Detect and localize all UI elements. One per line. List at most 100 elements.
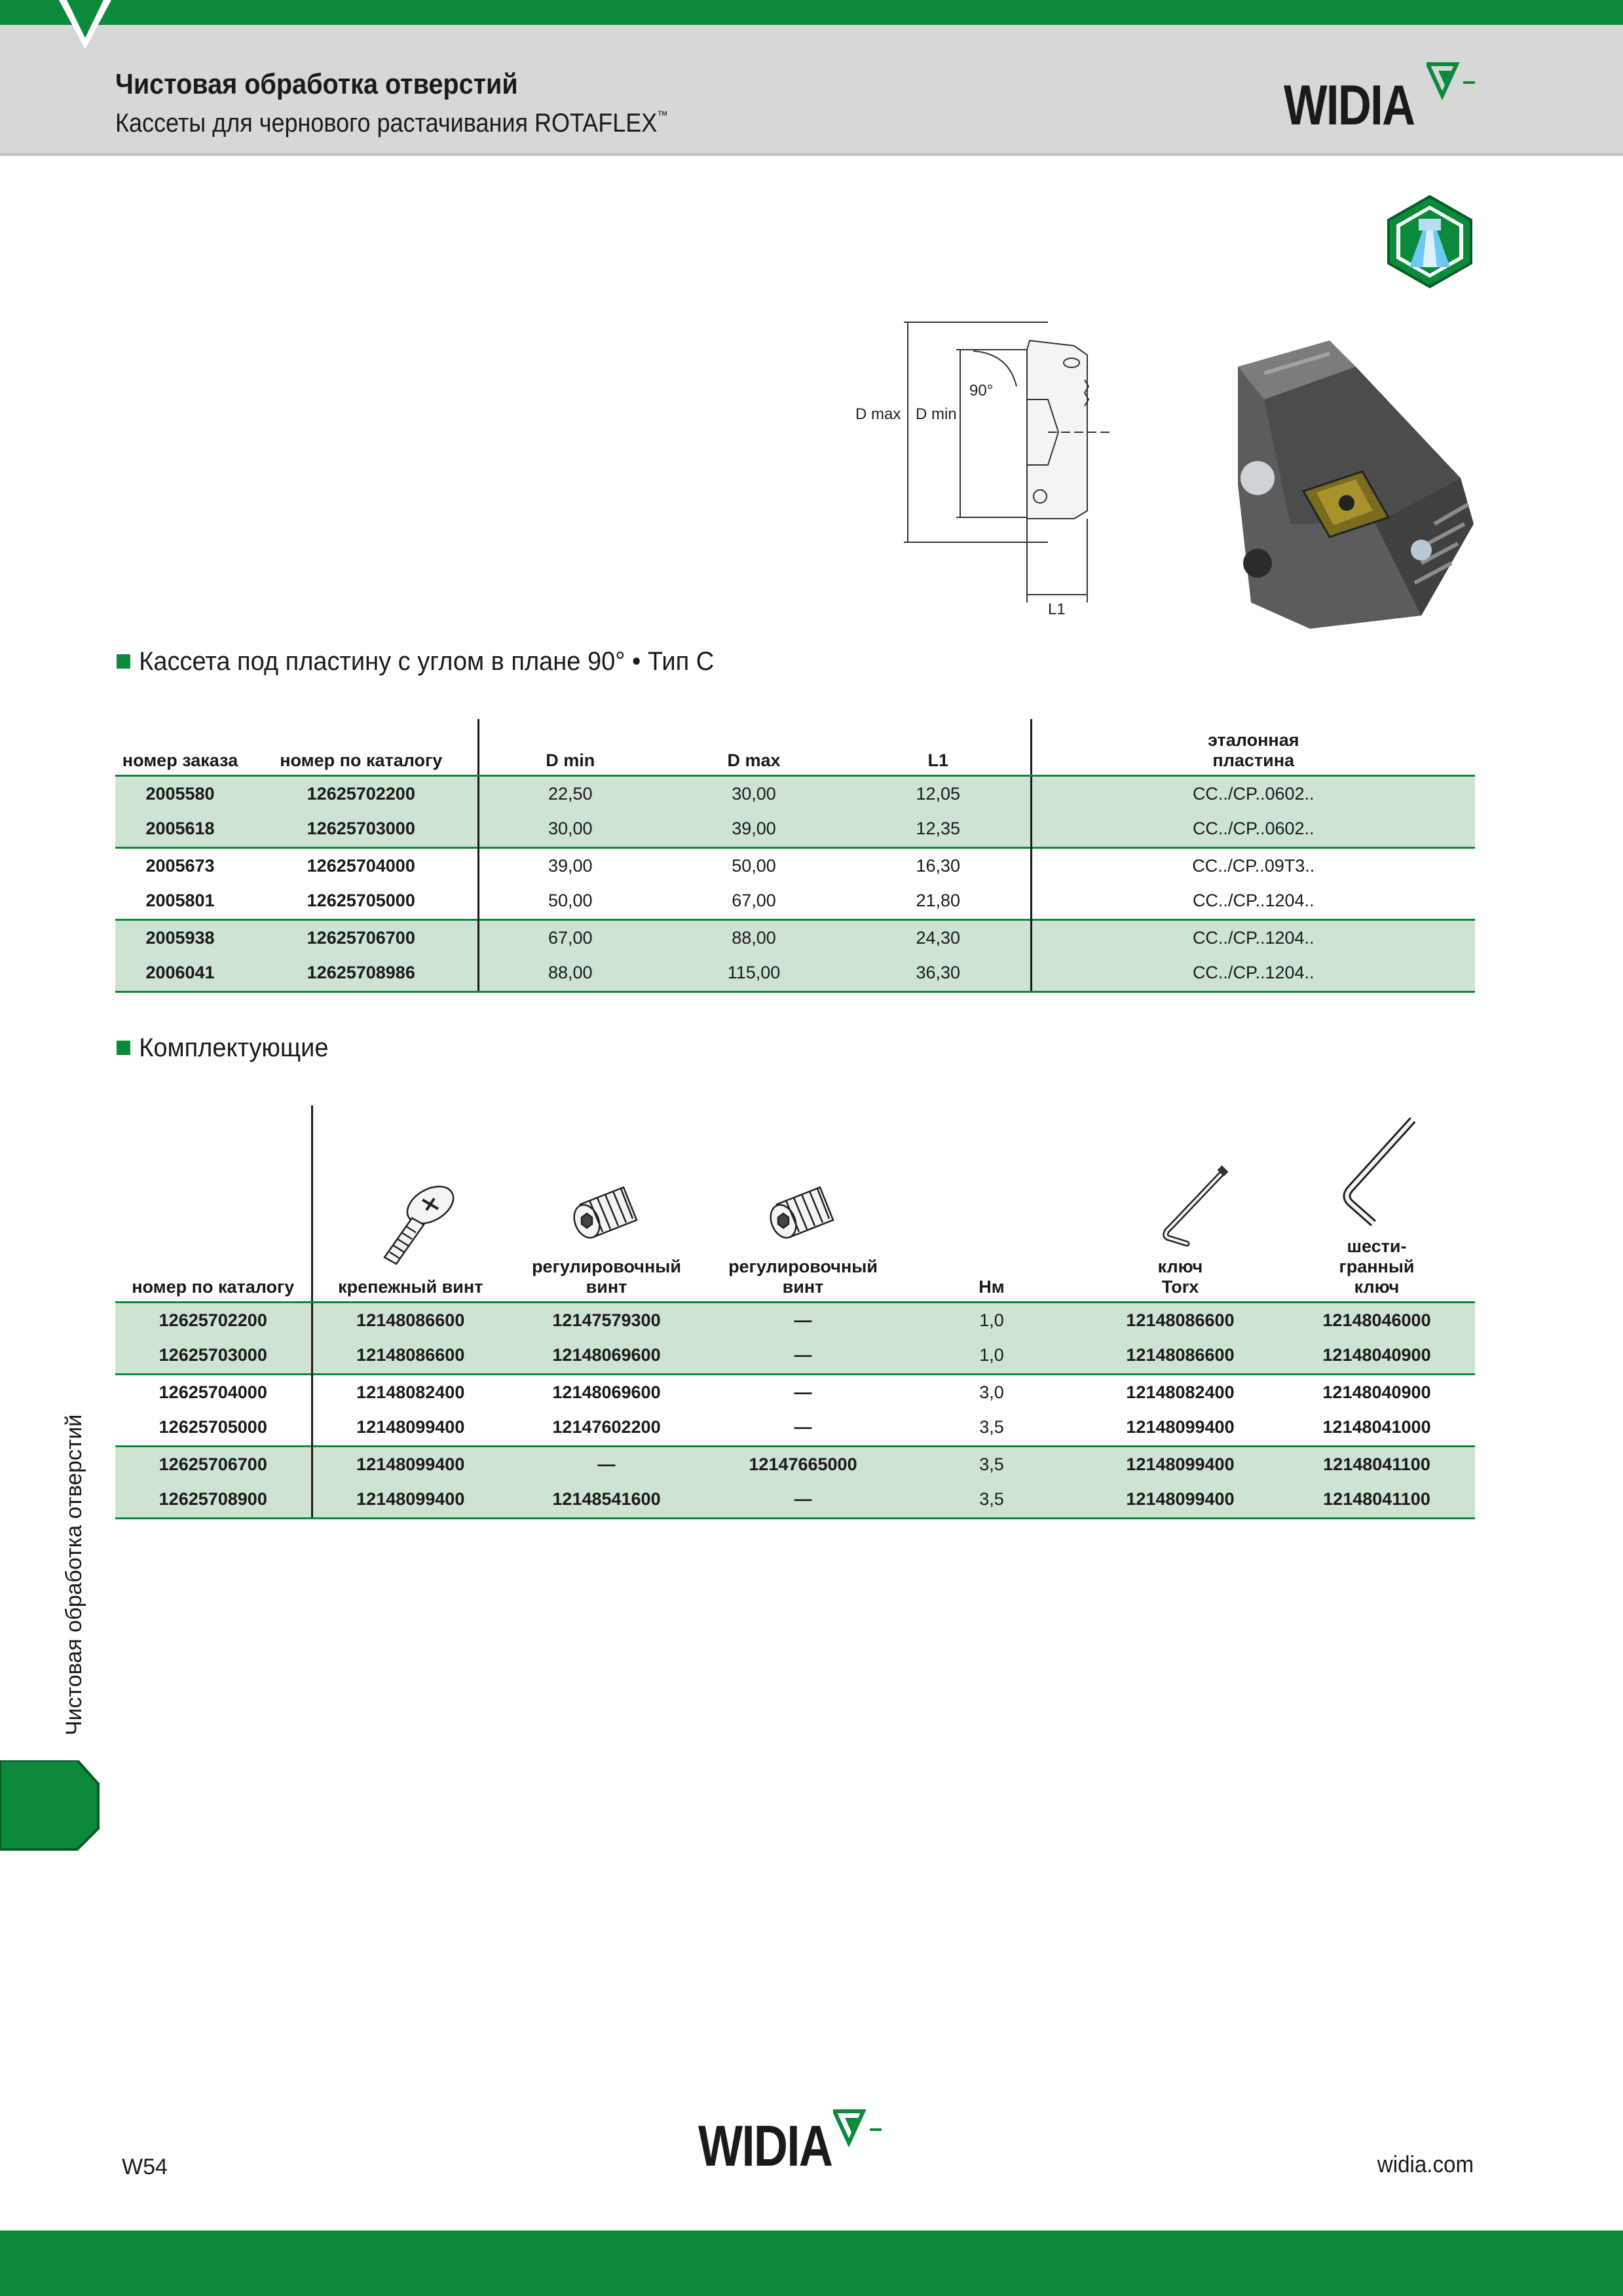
svg-text:L1: L1 [1048, 601, 1066, 618]
table-row: 2005618 12625703000 30,00 39,00 12,35 CC… [115, 811, 1475, 847]
accessories-table: номер по каталогу крепежный винт [115, 1105, 1475, 1519]
bottom-brand-bar [0, 2231, 1623, 2296]
cell-catalog-number: 12625705000 [245, 883, 479, 919]
cell-adjust-screw-2: 12147665000 [705, 1445, 901, 1482]
table-row: 12625702200 12148086600 12147579300 — 1,… [115, 1302, 1475, 1338]
cell-torx-key: 12148082400 [1082, 1373, 1278, 1410]
cell-dmax: 88,00 [662, 918, 846, 955]
cell-clamp-screw: 12148099400 [312, 1445, 508, 1482]
cell-clamp-screw: 12148082400 [312, 1373, 508, 1410]
cell-order-number: 2005618 [115, 811, 245, 847]
cell-insert: CC../CP..1204.. [1031, 918, 1475, 955]
footer-logo: WIDIA [698, 2113, 833, 2178]
cell-order-number: 2006041 [115, 955, 245, 993]
col-header-torx-key: ключ Torx [1082, 1105, 1278, 1303]
cell-catalog-number: 12625708900 [115, 1482, 313, 1519]
website-link[interactable]: widia.com [1377, 2151, 1474, 2177]
cell-insert: CC../CP..0602.. [1031, 775, 1475, 811]
cell-l1: 21,80 [846, 883, 1032, 919]
cell-dmin: 88,00 [478, 955, 662, 993]
torx-key-icon [1163, 1165, 1229, 1246]
cell-torx-key: 12148086600 [1082, 1338, 1278, 1374]
cell-torx-key: 12148099400 [1082, 1445, 1278, 1482]
cell-dmax: 50,00 [662, 846, 846, 883]
cell-torx-key: 12148086600 [1082, 1302, 1278, 1338]
cell-torx-key: 12148099400 [1126, 1417, 1235, 1437]
cell-insert: CC../CP..09T3.. [1031, 846, 1475, 883]
page-number: W54 [122, 2155, 168, 2179]
col-header-torque: Нм [901, 1105, 1082, 1303]
col-header-reference-insert: эталонная пластина [1031, 719, 1475, 777]
cell-adjust-screw-1: 12147602200 [552, 1417, 661, 1437]
col-header-adjust-screw-1: регулировочный винт [508, 1105, 705, 1303]
table-row: 2005580 12625702200 22,50 30,00 12,05 CC… [115, 775, 1475, 811]
set-screw-icon [770, 1185, 834, 1238]
widia-logo-mark-icon [833, 2109, 882, 2148]
section-title-cassette: Кассета под пластину с углом в плане 90°… [117, 647, 714, 676]
cell-order-number: 2005938 [115, 918, 245, 955]
cell-torque: 1,0 [901, 1302, 1082, 1338]
cell-insert: CC../CP..1204.. [1192, 891, 1315, 911]
cell-insert: CC../CP..0602.. [1031, 811, 1475, 847]
cassette-product-photo [1238, 341, 1474, 629]
col-header-catalog-number: номер по каталогу [245, 719, 479, 777]
header-logo: WIDIA [1284, 74, 1415, 137]
cell-clamp-screw: 12148099400 [312, 1482, 508, 1519]
hex-key-icon [1343, 1117, 1416, 1226]
cell-l1: 24,30 [846, 918, 1032, 955]
header-corner-triangle-icon [59, 0, 111, 49]
cell-dmax: 67,00 [732, 891, 776, 911]
cell-order-number: 2005673 [115, 846, 245, 883]
cell-clamp-screw: 12148099400 [356, 1417, 465, 1437]
col-header-order-number: номер заказа [115, 719, 245, 777]
cell-torque: 3,5 [979, 1417, 1004, 1437]
cassette-dimension-drawing: D max D min 90° L1 [855, 322, 1113, 618]
cell-torx-key: 12148099400 [1082, 1482, 1278, 1519]
page-header: Чистовая обработка отверстий Кассеты для… [0, 25, 1623, 156]
cell-adjust-screw-2: — [705, 1482, 901, 1519]
col-header-clamp-screw: крепежный винт [312, 1105, 508, 1303]
col-header-dmin: D min [478, 719, 662, 777]
col-header-l1: L1 [846, 719, 1032, 777]
cell-catalog-number: 12625708986 [245, 955, 479, 993]
cell-l1: 16,30 [846, 846, 1032, 883]
clamp-screw-icon [382, 1185, 455, 1265]
cell-torque: 3,5 [901, 1482, 1082, 1519]
cell-clamp-screw: 12148086600 [312, 1338, 508, 1374]
table-row: 12625708900 12148099400 12148541600 — 3,… [115, 1482, 1475, 1519]
cell-catalog-number: 12625702200 [245, 775, 479, 811]
cell-catalog-number: 12625705000 [115, 1410, 313, 1446]
cell-l1: 12,35 [846, 811, 1032, 847]
col-header-dmax: D max [662, 719, 846, 777]
cell-l1: 36,30 [846, 955, 1032, 993]
col-header-hex-key: шести-гранный ключ [1278, 1105, 1475, 1303]
section-title-accessories: Комплектующие [117, 1033, 328, 1063]
cell-catalog-number: 12625704000 [115, 1373, 313, 1410]
cell-hex-key: 12148040900 [1278, 1338, 1475, 1374]
cell-catalog-number: 12625703000 [245, 811, 479, 847]
cell-adjust-screw-1: 12148069600 [508, 1373, 705, 1410]
cell-hex-key: 12148040900 [1278, 1373, 1475, 1410]
svg-text:D max: D max [855, 405, 901, 423]
set-screw-icon [573, 1185, 638, 1238]
cell-adjust-screw-1: 12148069600 [508, 1338, 705, 1374]
cell-insert: CC../CP..1204.. [1031, 955, 1475, 993]
cell-dmin: 30,00 [478, 811, 662, 847]
side-section-label: Чистовая обработка отверстий [62, 1414, 86, 1735]
section-marker-icon [117, 1041, 130, 1055]
cell-dmin: 22,50 [478, 775, 662, 811]
cell-dmin: 50,00 [548, 891, 593, 911]
cell-hex-key: 12148041100 [1278, 1482, 1475, 1519]
col-header-catalog-number: номер по каталогу [115, 1105, 313, 1303]
cell-torque: 3,0 [901, 1373, 1082, 1410]
cell-hex-key: 12148041000 [1322, 1417, 1431, 1437]
cell-adjust-screw-1: 12148541600 [508, 1482, 705, 1519]
table-row: 2005938 12625706700 67,00 88,00 24,30 CC… [115, 918, 1475, 955]
section-marker-icon [117, 654, 130, 669]
cell-dmin: 67,00 [478, 918, 662, 955]
cell-dmax: 115,00 [662, 955, 846, 993]
cell-catalog-number: 12625702200 [115, 1302, 313, 1338]
cell-adjust-screw-1: 12147579300 [508, 1302, 705, 1338]
widia-logo-mark-icon [1427, 62, 1475, 101]
cell-adjust-screw-2: — [705, 1302, 901, 1338]
